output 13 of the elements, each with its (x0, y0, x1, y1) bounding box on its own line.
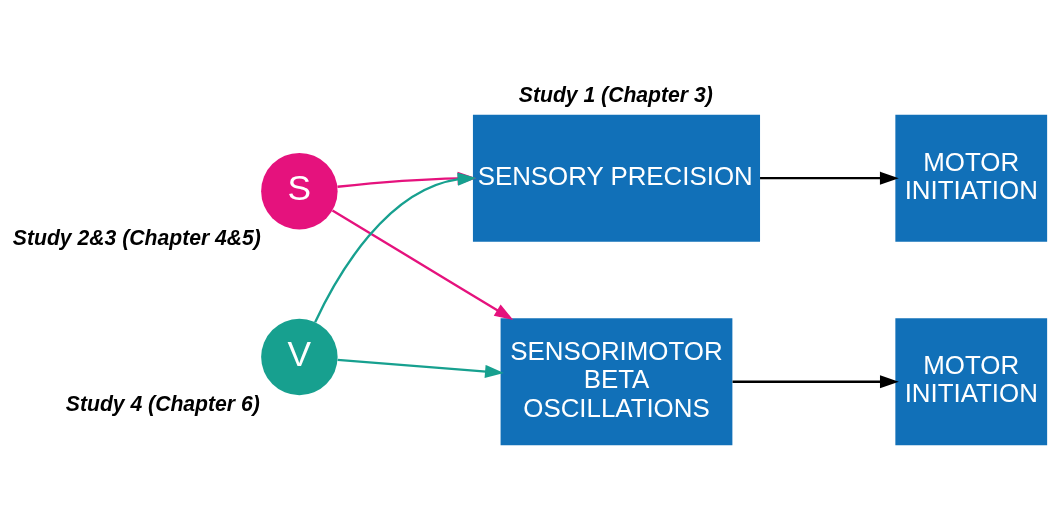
node-circle: V (261, 318, 338, 395)
node-circle: S (261, 152, 338, 229)
arrow (331, 208, 514, 320)
node-box: SENSORY PRECISION (472, 114, 761, 242)
node-label: Study 4 (Chapter 6) (65, 391, 260, 415)
node-box: MOTOR INITIATION (895, 317, 1048, 445)
node-label: Study 2&3 (Chapter 4&5) (12, 225, 261, 249)
node-box: MOTOR INITIATION (895, 114, 1048, 242)
arrow (732, 374, 899, 388)
node-label: Study 1 (Chapter 3) (518, 82, 713, 106)
arrow (337, 358, 504, 378)
node-box: SENSORIMOTOR BETA OSCILLATIONS (500, 317, 733, 445)
arrow (760, 171, 899, 185)
